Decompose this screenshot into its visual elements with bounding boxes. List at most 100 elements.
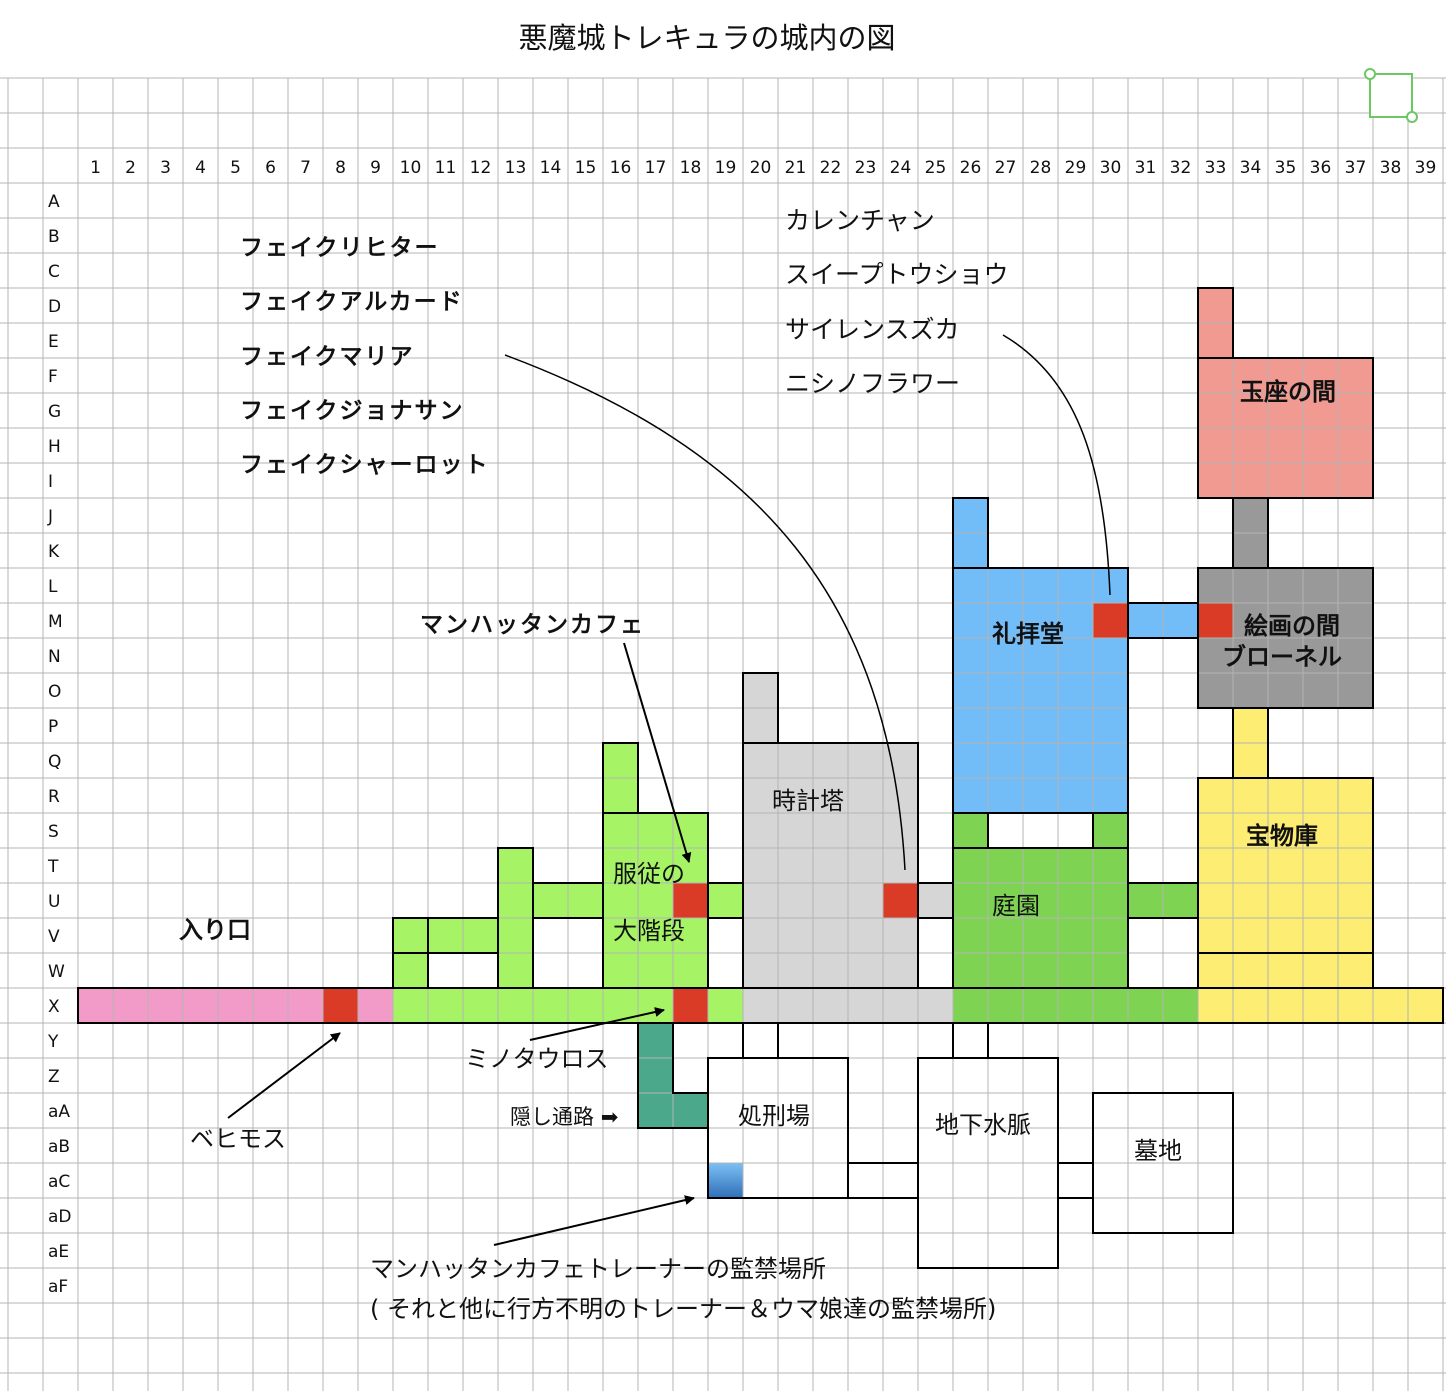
row-label: aB: [48, 1137, 71, 1157]
column-label: 28: [1029, 158, 1052, 178]
column-label: 12: [469, 158, 492, 178]
gallery-outline: [1197, 567, 1374, 709]
row-label: J: [48, 507, 54, 527]
prison-arrow: [493, 1195, 695, 1246]
room-label-gallery: 絵画の間: [1244, 612, 1340, 640]
row-label: V: [48, 927, 60, 947]
column-label: 5: [230, 158, 241, 178]
column-label: 20: [749, 158, 772, 178]
graveyard-outline: [1092, 1092, 1234, 1234]
graveyard-link-fill: [1058, 1163, 1093, 1198]
column-label: 33: [1204, 158, 1227, 178]
column-label: 9: [370, 158, 381, 178]
row-label: Q: [48, 752, 62, 772]
clock-passage-fill: [918, 883, 953, 918]
column-label: 18: [679, 158, 702, 178]
row-label: S: [48, 822, 59, 842]
minotaur-arrow: [529, 1007, 665, 1041]
row-label: aF: [48, 1277, 69, 1297]
fake-list-item: フェイクマリア: [240, 343, 415, 370]
row-label: C: [48, 262, 60, 282]
treasury-ledge-outline: [1197, 952, 1374, 989]
row-label: W: [48, 962, 65, 982]
annotation-minotaur: ミノタウロス: [465, 1045, 609, 1073]
boss-marker: [883, 883, 918, 918]
column-label: 11: [434, 158, 457, 178]
room-label-garden: 庭園: [992, 892, 1040, 920]
fake-pointer-line: [504, 354, 906, 871]
row-label: P: [48, 717, 59, 737]
room-label-throne: 玉座の間: [1240, 378, 1336, 406]
column-label: 31: [1134, 158, 1157, 178]
arrow-right-icon: ➡: [600, 1105, 619, 1129]
annotation-behemoth: ベヒモス: [190, 1125, 286, 1153]
fake-list-item: フェイクリヒター: [240, 234, 440, 261]
fake-list-item: フェイクアルカード: [240, 288, 464, 315]
row-label: E: [48, 332, 59, 352]
column-label: 10: [399, 158, 422, 178]
garden-pillar-fill: [953, 813, 988, 848]
annotation-cafe: マンハッタンカフェ: [420, 611, 645, 638]
cafe-arrow: [623, 642, 692, 863]
room-label-grand-stairs: 大階段: [613, 917, 685, 945]
stairs-passage-fill: [708, 883, 743, 918]
row-label: U: [48, 892, 61, 912]
column-label: 29: [1064, 158, 1087, 178]
row-label: I: [48, 472, 54, 492]
column-label: 38: [1379, 158, 1402, 178]
uma-list-item: サイレンスズカ: [785, 315, 960, 344]
column-label: 36: [1309, 158, 1332, 178]
fake-list-item: フェイクシャーロット: [240, 451, 490, 478]
row-label: A: [48, 192, 60, 212]
row-label: T: [48, 857, 59, 877]
column-label: 17: [644, 158, 667, 178]
stairs-passage-outline: [392, 917, 429, 989]
page-title: 悪魔城トレキュラの城内の図: [518, 21, 896, 55]
column-label: 3: [160, 158, 171, 178]
hidden-passage-outline: [637, 1023, 709, 1129]
execution-passage-fill: [743, 1023, 778, 1058]
column-label: 25: [924, 158, 947, 178]
column-label: 21: [784, 158, 807, 178]
room-label-clock-tower: 時計塔: [772, 787, 844, 815]
annotation-hidden-passage: 隠し通路 ➡: [510, 1107, 618, 1128]
treasury-corridor-fill: [1198, 988, 1443, 1023]
hidden-passage-label: 隠し通路: [510, 1105, 594, 1129]
garden-pillar-fill: [1093, 813, 1128, 848]
uma-list-item: カレンチャン: [785, 206, 935, 235]
room-label-treasury: 宝物庫: [1246, 822, 1318, 850]
row-label: aA: [48, 1102, 71, 1122]
column-label: 32: [1169, 158, 1192, 178]
row-label: Y: [48, 1032, 59, 1052]
row-label: X: [48, 997, 60, 1017]
row-label: G: [48, 402, 62, 422]
selected-shape-handle[interactable]: [1364, 68, 1418, 123]
column-label: 39: [1414, 158, 1437, 178]
row-label: Z: [48, 1067, 60, 1087]
uma-list-item: ニシノフラワー: [785, 369, 961, 398]
row-label: H: [48, 437, 61, 457]
prisoner-marker: [708, 1163, 743, 1198]
column-label: 6: [265, 158, 276, 178]
clock-tower-fill: [743, 743, 918, 988]
fake-list-item: フェイクジョナサン: [240, 397, 465, 424]
row-label: aE: [48, 1242, 70, 1262]
boss-marker: [323, 988, 358, 1023]
clock-tower-outline: [742, 742, 919, 989]
column-label: 4: [195, 158, 206, 178]
column-label: 37: [1344, 158, 1367, 178]
column-label: 14: [539, 158, 562, 178]
column-label: 22: [819, 158, 842, 178]
hidden-passage-fill: [673, 1093, 708, 1128]
row-label: N: [48, 647, 61, 667]
column-label: 30: [1099, 158, 1122, 178]
boss-marker: [673, 988, 708, 1023]
behemoth-arrow: [227, 1032, 341, 1119]
throne-room-outline: [1197, 357, 1374, 499]
chapel-outline: [952, 567, 1129, 814]
room-label-graveyard: 墓地: [1134, 1137, 1182, 1165]
column-label: 8: [335, 158, 346, 178]
column-label: 24: [889, 158, 912, 178]
column-label: 26: [959, 158, 982, 178]
